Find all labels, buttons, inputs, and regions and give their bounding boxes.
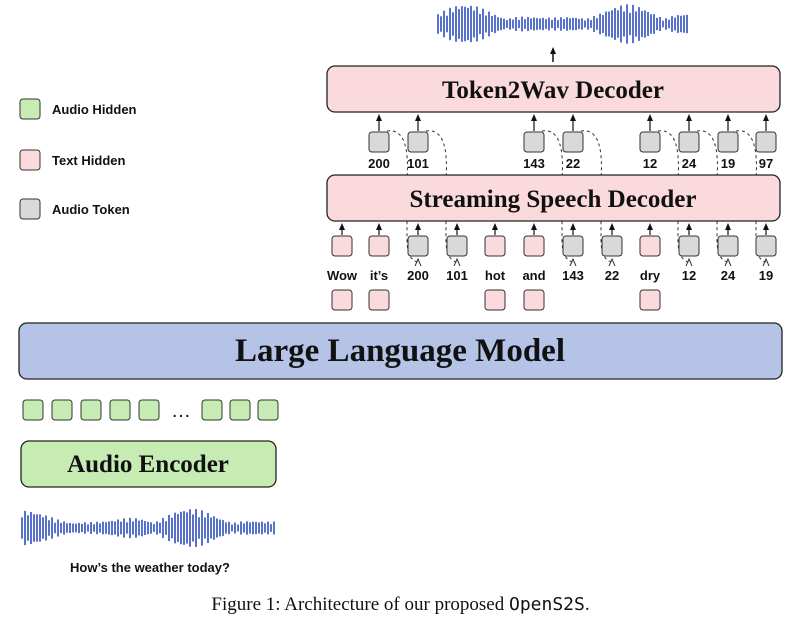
feedback-arrowhead (608, 257, 616, 267)
llm-text-hidden-box (523, 289, 545, 311)
audio-hidden-box (201, 399, 223, 421)
audio-hidden-box (109, 399, 131, 421)
audio-hidden-row (22, 399, 279, 421)
sequence-label: 19 (759, 268, 773, 283)
sequence-label: 12 (682, 268, 696, 283)
sequence-label: 143 (562, 268, 584, 283)
output-token-box (755, 131, 777, 153)
caption-suffix: . (584, 594, 590, 615)
input-waveform (21, 509, 275, 547)
legend-audio-hidden-swatch (19, 98, 41, 120)
legend: Audio Hidden Text Hidden Audio Token (19, 98, 137, 220)
sequence-label: Wow (327, 268, 358, 283)
legend-audio-token: Audio Token (52, 202, 130, 217)
audio-encoder-block: Audio Encoder (20, 440, 277, 488)
text-hidden-box (639, 235, 661, 257)
input-question: How’s the weather today? (70, 560, 230, 575)
caption-prefix: Figure 1: Architecture of our proposed (211, 594, 509, 615)
output-token-box (562, 131, 584, 153)
output-token-box (407, 131, 429, 153)
audio-hidden-box (22, 399, 44, 421)
output-token-label: 200 (368, 156, 390, 171)
output-token-label: 24 (682, 156, 697, 171)
sequence-label: dry (640, 268, 661, 283)
output-token-label: 12 (643, 156, 657, 171)
audio-hidden-box (229, 399, 251, 421)
feedback-arrowhead (414, 257, 422, 267)
llm-text-hidden-box (331, 289, 353, 311)
sequence-label: it’s (370, 268, 388, 283)
legend-audio-token-swatch (19, 198, 41, 220)
audio-token-box (717, 235, 739, 257)
feedback-arrowhead (569, 257, 577, 267)
token2wav-decoder-title: Token2Wav Decoder (442, 77, 664, 104)
feedback-arrowhead (453, 257, 461, 267)
llm-text-hidden-box (368, 289, 390, 311)
audio-hidden-box (80, 399, 102, 421)
text-hidden-box (484, 235, 506, 257)
audio-hidden-box (138, 399, 160, 421)
sequence-label: and (522, 268, 545, 283)
audio-encoder-title: Audio Encoder (67, 451, 229, 478)
audio-token-box (562, 235, 584, 257)
figure-caption: Figure 1: Architecture of our proposed O… (0, 594, 801, 616)
audio-token-box (601, 235, 623, 257)
audio-token-box (755, 235, 777, 257)
text-hidden-box (368, 235, 390, 257)
output-token-box (523, 131, 545, 153)
text-hidden-box (523, 235, 545, 257)
output-token-box (639, 131, 661, 153)
output-token-label: 101 (407, 156, 429, 171)
audio-token-box (407, 235, 429, 257)
output-token-label: 97 (759, 156, 773, 171)
hidden-ellipsis: … (171, 400, 191, 422)
llm-title: Large Language Model (235, 333, 565, 369)
legend-audio-hidden: Audio Hidden (52, 102, 137, 117)
audio-token-box (678, 235, 700, 257)
output-token-box (678, 131, 700, 153)
streaming-speech-decoder-title: Streaming Speech Decoder (410, 186, 697, 213)
audio-hidden-box (51, 399, 73, 421)
text-hidden-box (331, 235, 353, 257)
feedback-arrowhead (724, 257, 732, 267)
legend-text-hidden-swatch (19, 149, 41, 171)
sequence-label: 22 (605, 268, 619, 283)
output-waveform (437, 4, 688, 44)
feedback-arrowhead (762, 257, 770, 267)
decoder-input-sequence: Wow it’s 200 101 hot and 143 22 dry 12 24 19 (327, 223, 777, 311)
output-token-label: 19 (721, 156, 735, 171)
output-token-box (368, 131, 390, 153)
feedback-arrowhead (685, 257, 693, 267)
llm-text-hidden-box (639, 289, 661, 311)
llm-block: Large Language Model (18, 322, 783, 380)
sequence-label: hot (485, 268, 506, 283)
audio-hidden-box (257, 399, 279, 421)
sequence-label: 24 (721, 268, 736, 283)
caption-model-name: OpenS2S (508, 594, 585, 615)
streaming-speech-decoder-block: Streaming Speech Decoder (326, 174, 781, 222)
llm-text-hidden-box (484, 289, 506, 311)
output-token-label: 143 (523, 156, 545, 171)
sequence-label: 200 (407, 268, 429, 283)
output-token-box (717, 131, 739, 153)
legend-text-hidden: Text Hidden (52, 153, 125, 168)
sequence-label: 101 (446, 268, 468, 283)
audio-token-box (446, 235, 468, 257)
output-token-label: 22 (566, 156, 580, 171)
token2wav-decoder-block: Token2Wav Decoder (326, 65, 781, 113)
